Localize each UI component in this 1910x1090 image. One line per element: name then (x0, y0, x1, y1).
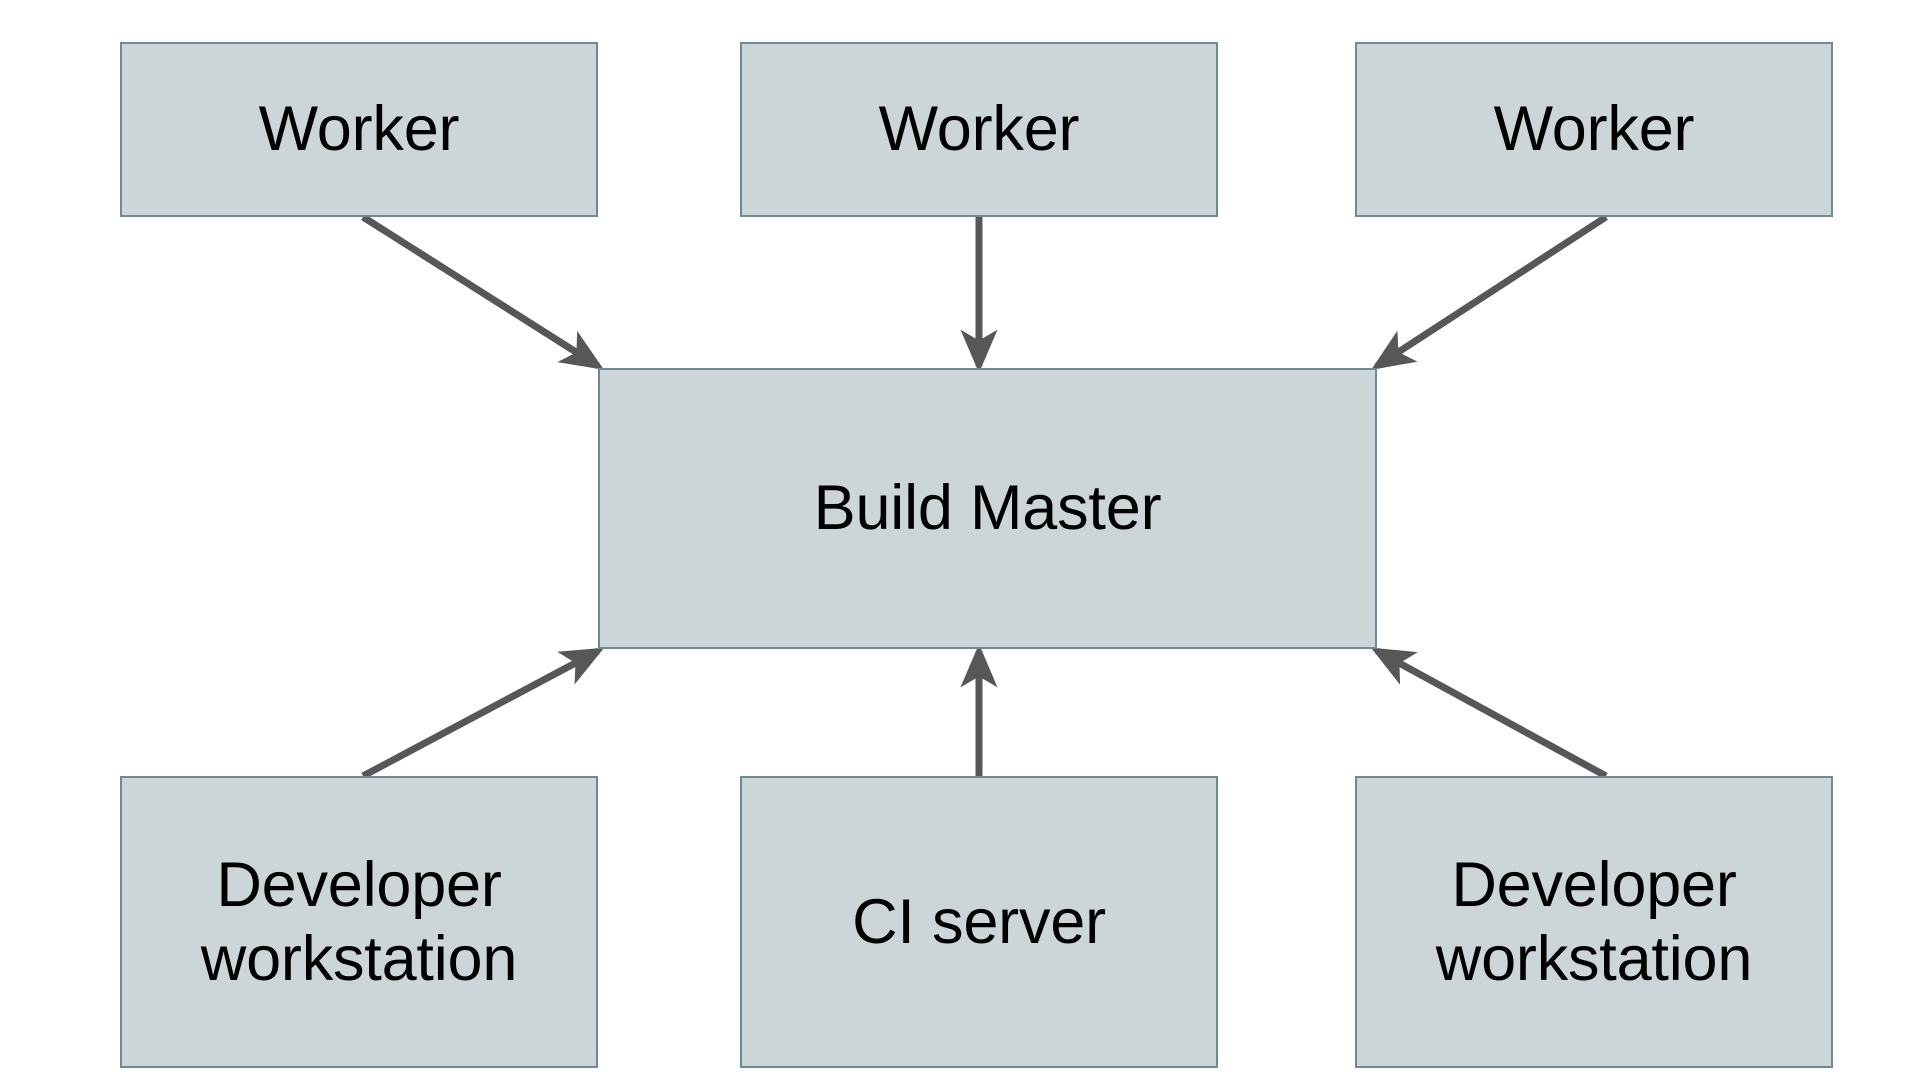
node-ci-server[interactable]: CI server (740, 776, 1218, 1068)
node-worker-1-label: Worker (258, 94, 460, 165)
node-worker-3[interactable]: Worker (1355, 42, 1833, 217)
edge-dev-ws-left-to-build-master (361, 647, 605, 780)
node-developer-workstation-left-label: Developer workstation (200, 849, 518, 994)
node-worker-3-label: Worker (1493, 94, 1695, 165)
node-worker-1[interactable]: Worker (120, 42, 598, 217)
node-worker-2-label: Worker (878, 94, 1080, 165)
node-developer-workstation-right[interactable]: Developer workstation (1355, 776, 1833, 1068)
node-ci-server-label: CI server (852, 886, 1106, 957)
node-developer-workstation-right-label: Developer workstation (1435, 849, 1753, 994)
node-build-master-label: Build Master (813, 473, 1162, 544)
edge-worker-3-to-build-master (1371, 214, 1608, 370)
node-developer-workstation-left[interactable]: Developer workstation (120, 776, 598, 1068)
edge-worker-1-to-build-master (361, 214, 604, 370)
node-build-master[interactable]: Build Master (598, 368, 1377, 649)
node-worker-2[interactable]: Worker (740, 42, 1218, 217)
edge-dev-ws-right-to-build-master (1370, 647, 1608, 780)
